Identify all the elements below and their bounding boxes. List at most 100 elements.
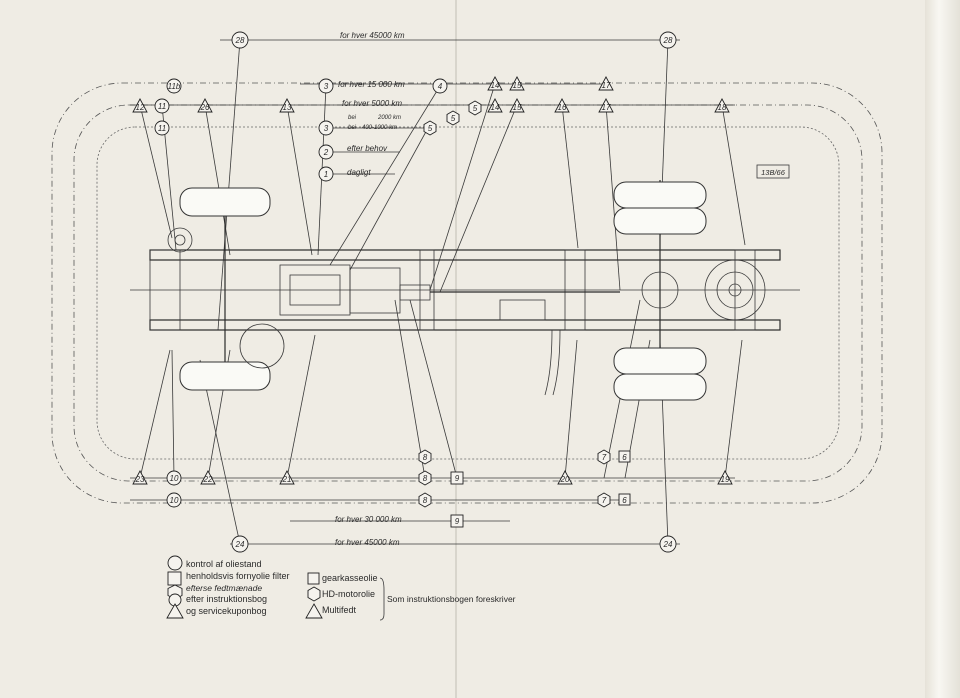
- marker-1: 1: [318, 166, 334, 182]
- marker-4: 4: [432, 78, 448, 94]
- svg-text:2: 2: [323, 148, 329, 157]
- marker-14b: 14: [487, 98, 503, 113]
- interval-400: 400-1000 km: [362, 125, 397, 131]
- svg-text:8: 8: [423, 453, 428, 462]
- next-page-edge: [925, 0, 960, 698]
- svg-text:18: 18: [718, 103, 727, 112]
- frame-rail-top: [149, 249, 781, 261]
- marker-3: 3: [318, 78, 334, 94]
- rear-tyre-bottom-outer: [613, 373, 707, 401]
- svg-text:11b: 11b: [168, 82, 181, 91]
- svg-text:22: 22: [203, 475, 213, 484]
- svg-text:5: 5: [473, 104, 478, 113]
- marker-17b: 17: [598, 98, 614, 113]
- legend-symbols: [166, 555, 385, 621]
- marker-28-top-right: 28: [659, 31, 677, 49]
- marker-8b: 8: [418, 470, 432, 486]
- marker-10: 10: [166, 470, 182, 486]
- marker-8: 8: [418, 449, 432, 465]
- svg-text:14: 14: [491, 103, 500, 112]
- svg-text:26: 26: [200, 103, 210, 112]
- drawing-number: 13B/66: [761, 168, 786, 177]
- marker-20: 20: [557, 470, 573, 485]
- rear-tyre-top-outer: [613, 181, 707, 209]
- marker-18: 18: [714, 98, 730, 113]
- svg-text:3: 3: [324, 82, 329, 91]
- marker-8c: 8: [418, 492, 432, 508]
- svg-text:20: 20: [560, 475, 570, 484]
- marker-17: 17: [598, 76, 614, 91]
- svg-text:8: 8: [423, 474, 428, 483]
- marker-23: 23: [132, 470, 148, 485]
- interval-5000: for hver 5000 km: [342, 99, 402, 108]
- svg-text:10: 10: [170, 474, 179, 483]
- svg-text:7: 7: [602, 453, 607, 462]
- spare-wheel: [167, 227, 193, 253]
- svg-text:21: 21: [282, 475, 292, 484]
- marker-15: 15: [509, 76, 525, 91]
- marker-16: 16: [554, 98, 570, 113]
- legend-note: Som instruktionsbogen foreskriver: [387, 594, 516, 604]
- marker-22: 22: [200, 470, 216, 485]
- svg-text:5: 5: [451, 114, 456, 123]
- svg-text:9: 9: [455, 517, 460, 526]
- svg-text:15: 15: [513, 81, 522, 90]
- svg-text:13: 13: [283, 103, 292, 112]
- legend-circle-label: kontrol af oliestand: [186, 559, 262, 569]
- rear-tyre-top-inner: [613, 207, 707, 235]
- svg-text:28: 28: [235, 36, 245, 45]
- spare-tyre-rear: [704, 259, 766, 321]
- front-tyre-bottom: [179, 361, 271, 391]
- marker-11: 11: [154, 98, 170, 114]
- marker-19: 19: [717, 470, 733, 485]
- interval-400-prefix: bei: [348, 125, 357, 131]
- svg-text:23: 23: [135, 475, 145, 484]
- marker-2: 2: [318, 144, 334, 160]
- svg-text:10: 10: [170, 496, 179, 505]
- marker-12: 12: [132, 98, 148, 113]
- marker-3b: 3: [318, 120, 334, 136]
- legend-square-label: henholdsvis fornyolie filter: [186, 571, 290, 581]
- svg-text:8: 8: [423, 496, 428, 505]
- marker-6: 6: [618, 450, 631, 463]
- interval-2000: 2000 km: [377, 115, 401, 121]
- svg-text:15: 15: [513, 103, 522, 112]
- svg-text:24: 24: [663, 540, 673, 549]
- marker-11c: 11b: [166, 78, 182, 94]
- marker-15b: 15: [509, 98, 525, 113]
- svg-text:5: 5: [428, 124, 433, 133]
- marker-6b: 6: [618, 493, 631, 506]
- svg-text:16: 16: [558, 103, 567, 112]
- svg-text:12: 12: [136, 103, 145, 112]
- middle-track: [73, 104, 863, 482]
- marker-14: 14: [487, 76, 503, 91]
- exhaust-pipe: [544, 329, 553, 396]
- interval-30000: for hver 30 000 km: [335, 515, 402, 524]
- marker-5c: 5: [423, 120, 437, 136]
- marker-5: 5: [468, 100, 482, 116]
- svg-text:11: 11: [158, 102, 166, 111]
- marker-28-top: 28: [231, 31, 249, 49]
- marker-10b: 10: [166, 492, 182, 508]
- svg-text:1: 1: [324, 170, 328, 179]
- marker-7: 7: [597, 449, 611, 465]
- interval-45000-bottom: for hver 45000 km: [335, 538, 400, 547]
- svg-text:14: 14: [491, 81, 500, 90]
- marker-5b: 5: [446, 110, 460, 126]
- marker-9: 9: [450, 471, 464, 485]
- page-fold: [455, 0, 457, 698]
- marker-9b: 9: [450, 514, 464, 528]
- inner-track: [96, 126, 840, 460]
- differential: [641, 271, 679, 309]
- legend-hexagon-label: efter instruktionsbog: [186, 594, 268, 604]
- svg-text:7: 7: [602, 496, 607, 505]
- marker-24-bottom-right: 24: [659, 535, 677, 553]
- svg-text:28: 28: [663, 36, 673, 45]
- svg-text:11: 11: [158, 124, 166, 133]
- svg-text:6: 6: [622, 496, 627, 505]
- svg-text:6: 6: [622, 453, 627, 462]
- legend-triangle-label: og servicekuponbog: [186, 606, 267, 616]
- marker-11b: 11: [154, 120, 170, 136]
- front-tyre-top: [179, 187, 271, 217]
